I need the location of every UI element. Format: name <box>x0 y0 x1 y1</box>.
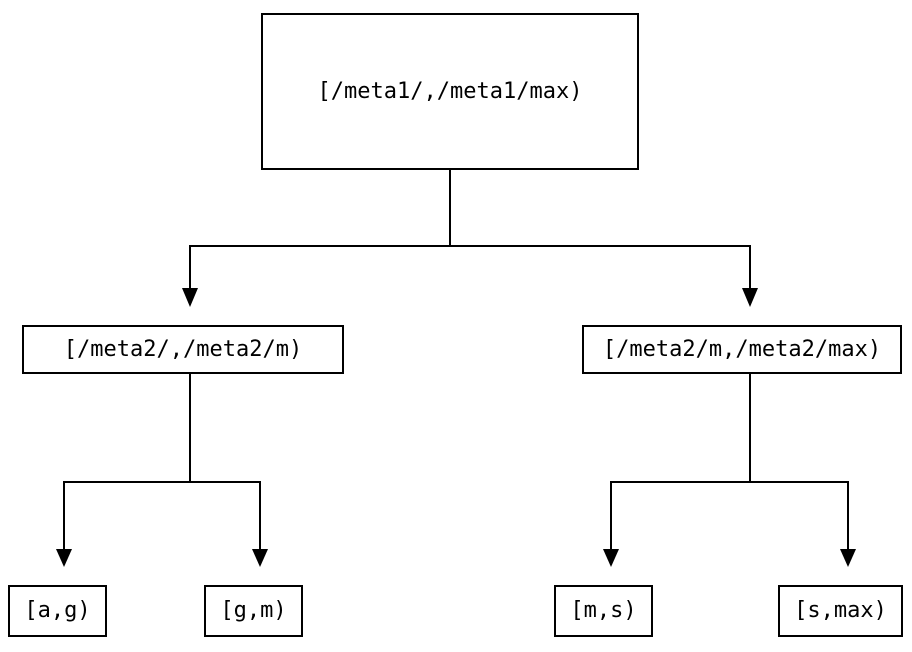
arrow-down-icon <box>252 549 268 567</box>
node-label: [g,m) <box>220 598 287 623</box>
arrow-down-icon <box>603 549 619 567</box>
edge-meta2high-smax <box>749 374 849 550</box>
node-leaf-g-m: [g,m) <box>204 585 303 637</box>
node-label: [/meta2/,/meta2/m) <box>63 336 303 362</box>
node-root-interval: [/meta1/,/meta1/max) <box>261 13 639 170</box>
edge-root-meta2low <box>189 170 451 289</box>
arrow-down-icon <box>56 549 72 567</box>
node-label: [/meta1/,/meta1/max) <box>317 78 583 104</box>
node-meta2-low-interval: [/meta2/,/meta2/m) <box>22 325 344 374</box>
edge-meta2high-ms <box>610 374 751 550</box>
edge-meta2low-gm <box>189 374 261 550</box>
edge-root-meta2high <box>449 170 751 289</box>
arrow-down-icon <box>182 288 198 307</box>
node-leaf-s-max: [s,max) <box>778 585 903 637</box>
node-label: [s,max) <box>794 598 887 623</box>
arrow-down-icon <box>840 549 856 567</box>
arrow-down-icon <box>742 288 758 307</box>
node-meta2-high-interval: [/meta2/m,/meta2/max) <box>582 325 902 374</box>
node-leaf-a-g: [a,g) <box>8 585 107 637</box>
edge-meta2low-ag <box>63 374 191 550</box>
node-label: [m,s) <box>570 598 637 623</box>
node-label: [/meta2/m,/meta2/max) <box>602 336 882 362</box>
node-label: [a,g) <box>24 598 91 623</box>
node-leaf-m-s: [m,s) <box>554 585 653 637</box>
